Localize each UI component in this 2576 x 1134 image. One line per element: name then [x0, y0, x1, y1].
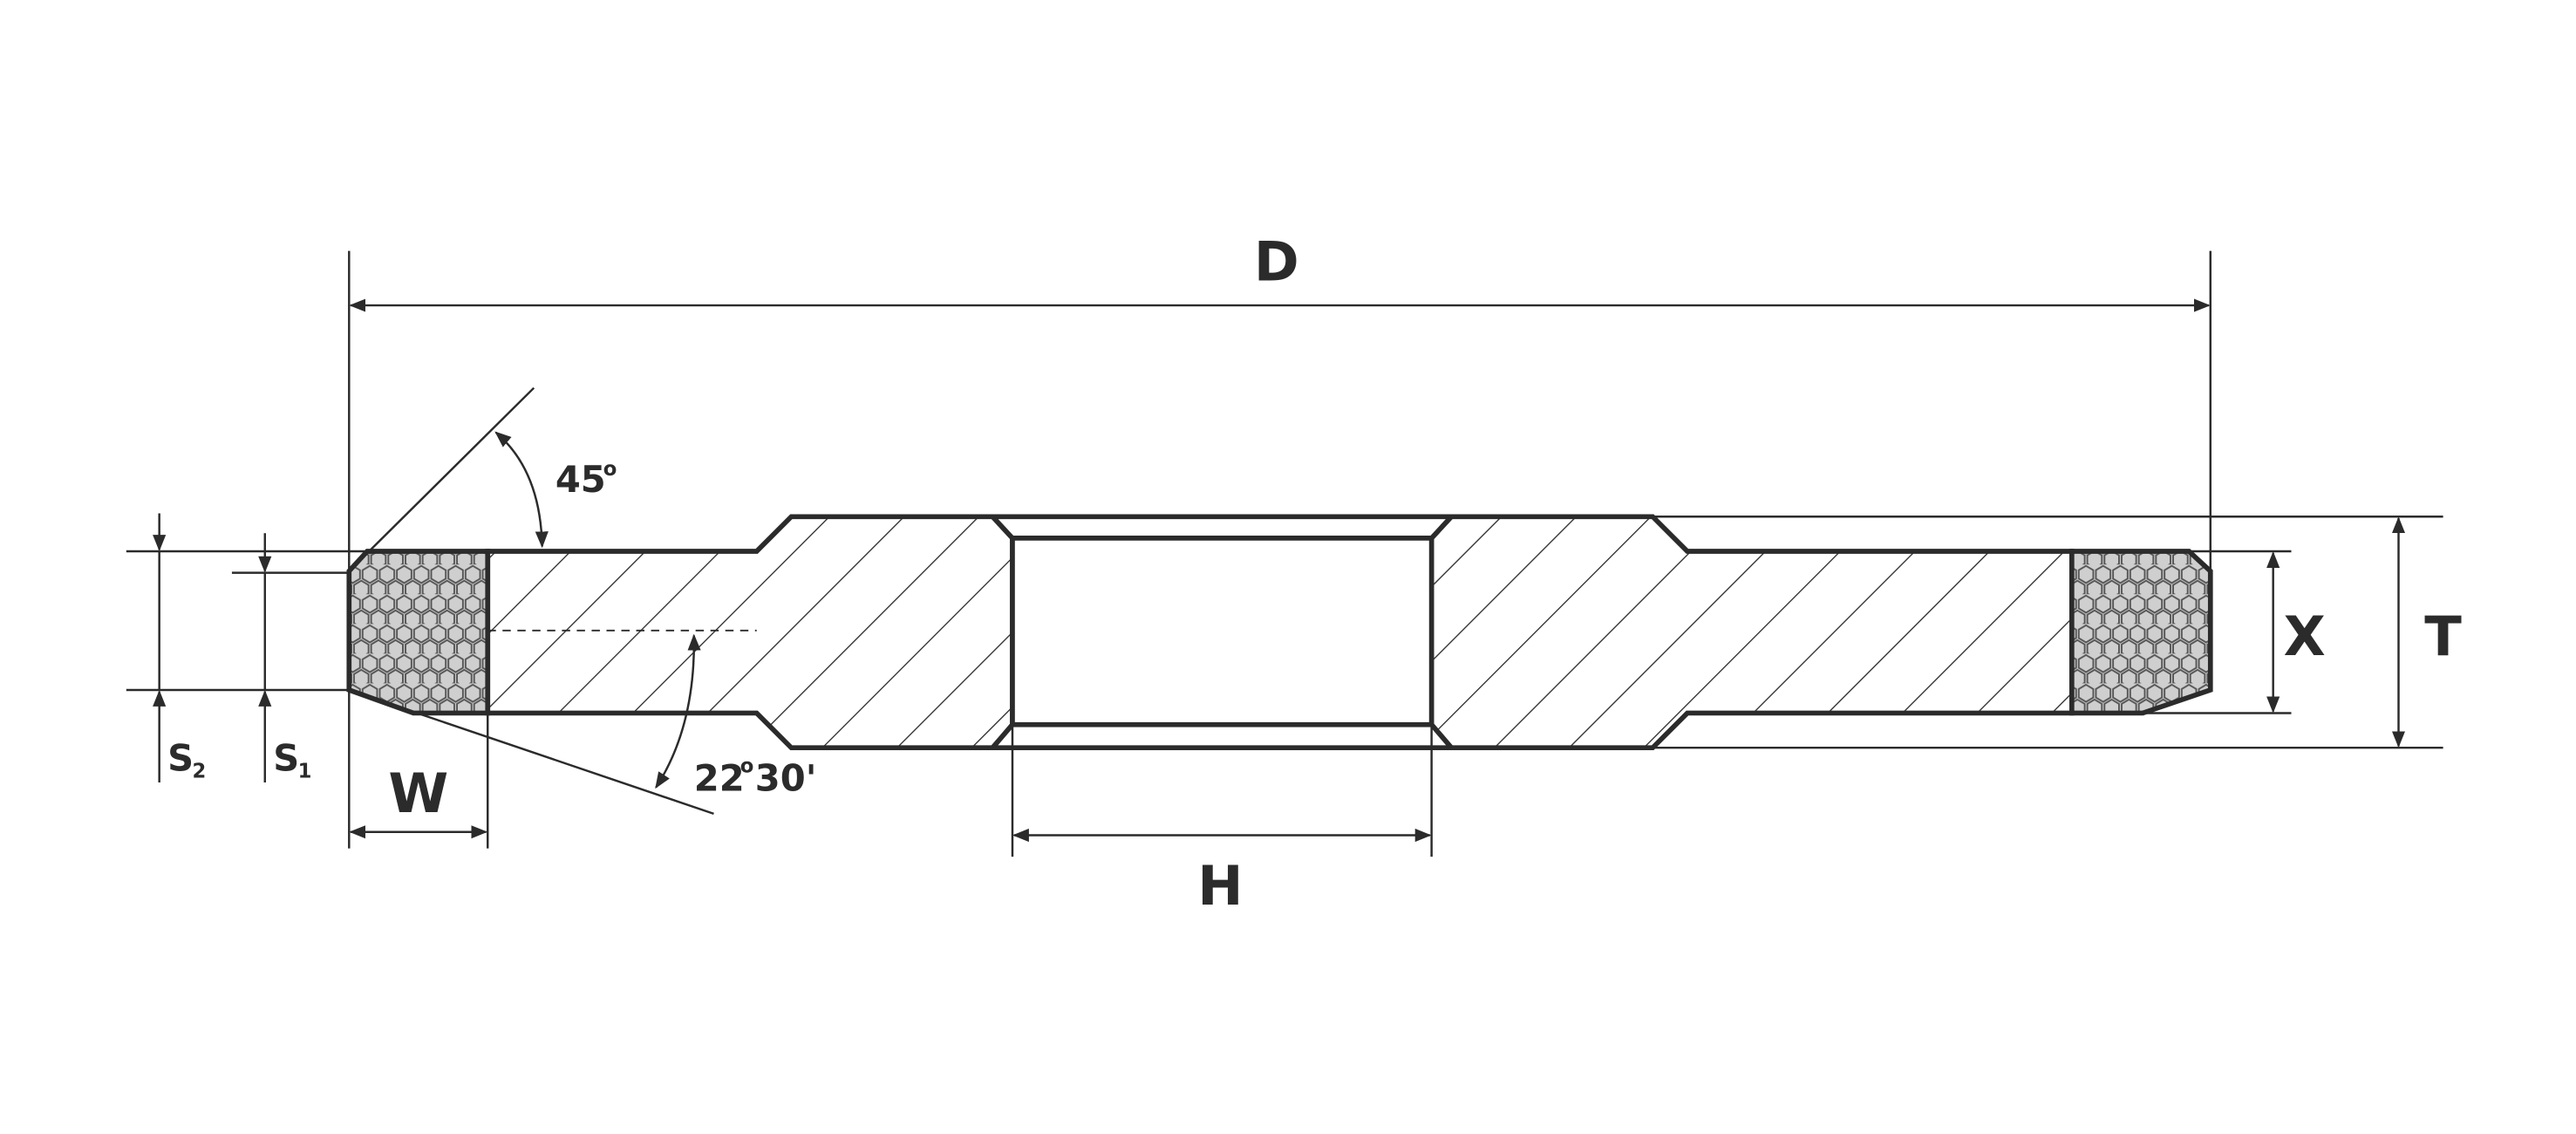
t-label: T — [2424, 605, 2462, 668]
d-label: D — [1254, 230, 1299, 294]
angle-22-arc — [655, 633, 701, 789]
right-abrasive-layer — [2068, 549, 2213, 716]
s1-subscript: 1 — [298, 760, 312, 782]
bore — [1010, 536, 1435, 728]
angle-22-label: 22 — [694, 756, 745, 799]
right-body-section — [1428, 514, 2075, 751]
angle-22-minutes-label: 30' — [755, 756, 817, 799]
left-body-section — [485, 514, 1015, 751]
angle-45-degree: o — [603, 458, 617, 481]
angle-45-reference-line — [348, 386, 535, 572]
s2-subscript: 2 — [193, 760, 207, 782]
s1-label: S — [273, 737, 299, 780]
angle-22-degree: o — [740, 755, 754, 778]
angle-22-reference-line — [348, 688, 714, 816]
bore-top-rim — [986, 514, 1457, 541]
w-label: W — [388, 762, 448, 825]
angle-45-label: 45 — [555, 458, 606, 501]
angle-45-arc — [494, 431, 549, 549]
bore-bottom-rim — [987, 721, 1457, 751]
x-label: X — [2284, 605, 2326, 668]
s2-label: S — [167, 737, 194, 780]
h-label: H — [1197, 854, 1243, 918]
left-abrasive-layer — [346, 549, 491, 716]
